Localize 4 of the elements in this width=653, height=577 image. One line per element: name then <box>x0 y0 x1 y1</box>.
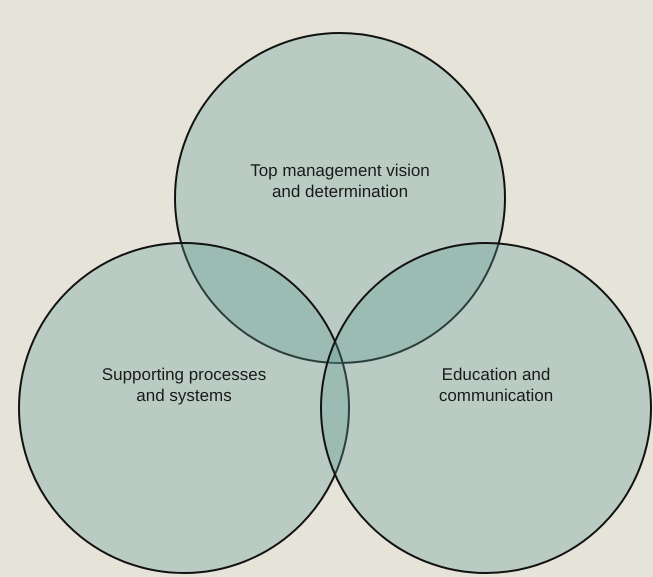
circle-label: Education and communication <box>438 364 554 406</box>
circle-label: Supporting processes and systems <box>100 364 268 406</box>
venn-circle <box>320 242 652 574</box>
circle-label: Top management vision and determination <box>249 160 431 202</box>
